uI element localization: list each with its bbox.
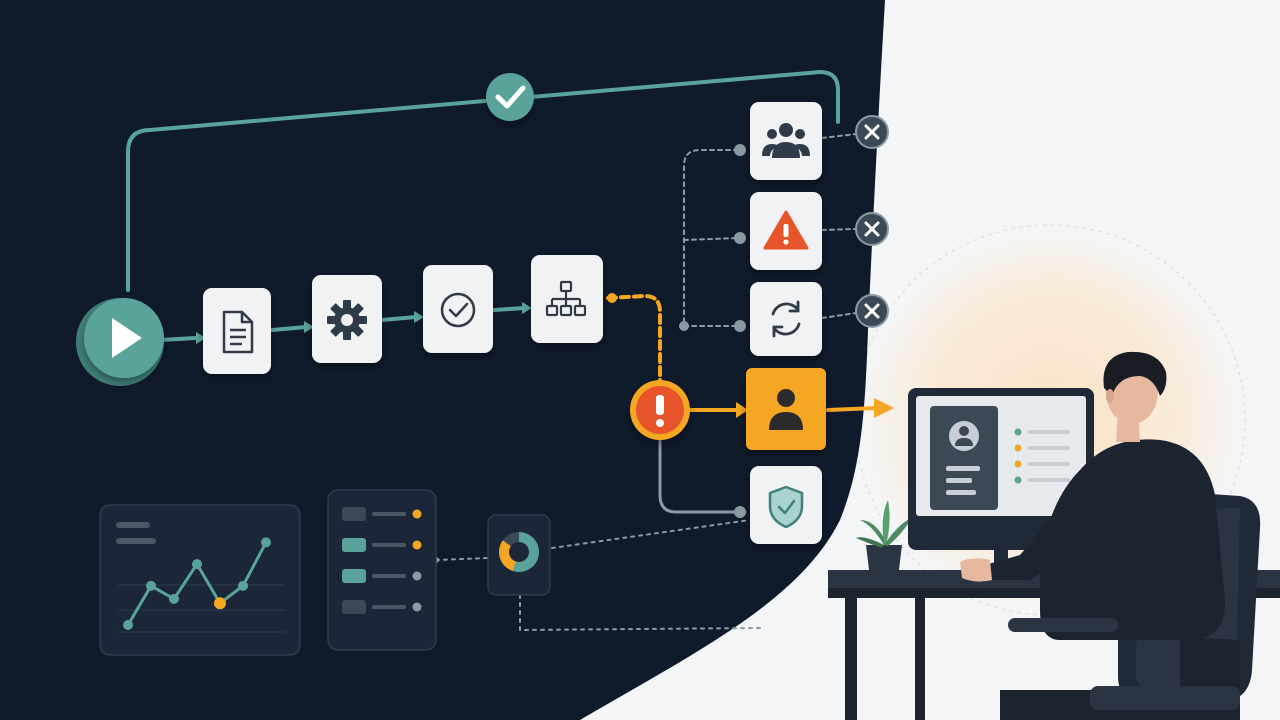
list-row[interactable] [342,569,422,583]
reject-node-retry[interactable] [855,294,889,328]
list-row[interactable] [342,538,422,552]
flow-line-3 [380,315,418,322]
flow-line-2 [270,325,308,332]
dashboard-connector-1 [435,557,489,561]
torso [1040,439,1226,640]
arrowhead-4 [522,302,532,314]
branch-warning[interactable] [750,192,822,270]
plant-icon [856,500,912,578]
chart-subtitle-placeholder [116,538,156,544]
desk-leg-left [845,598,857,720]
chair-armrest [1008,618,1118,632]
reject-nodes [855,115,889,328]
arrowhead-2 [304,321,314,333]
start-node[interactable] [76,298,164,386]
arm [985,480,1100,580]
donut-segment[interactable] [512,532,540,572]
play-icon [112,318,142,358]
chart-title-placeholder [116,522,150,528]
monitor-list-dot [1014,460,1022,468]
chart-point[interactable] [169,593,179,604]
check-icon [495,85,526,109]
alert-circle-icon [656,395,664,427]
flow-line-1 [158,336,198,342]
gear-icon [327,300,367,340]
step-document[interactable] [203,288,271,374]
person-icon [769,389,803,430]
status-dot [412,571,422,581]
top-check-node[interactable] [486,73,534,121]
users-icon [762,123,810,158]
list-row[interactable] [342,600,422,614]
dashboard-connector-3 [519,594,761,632]
reject-node-team[interactable] [855,115,889,149]
dashboard-connector-2 [551,519,751,549]
document-icon [222,310,254,354]
monitor-list-dot [1014,444,1022,452]
dashboard-list-panel[interactable] [327,489,437,651]
user-avatar-icon [955,438,973,446]
chart-point[interactable] [261,537,271,548]
branch-spine [683,149,739,327]
chart-point-highlight[interactable] [214,597,226,610]
x-icon [864,303,880,319]
arrow-heads [196,302,894,418]
decision-to-secure-line [658,438,747,514]
donut-chart [499,532,540,572]
workstation [828,351,1280,720]
hierarchy-icon [545,280,587,317]
desk-leg-mid [915,598,925,720]
step-settings[interactable] [312,275,382,363]
flow-line-4 [492,306,526,312]
arrowhead-1 [196,332,206,344]
decision-node[interactable] [630,380,690,440]
status-dot [412,540,422,550]
person-at-desk [960,351,1261,720]
check-circle-icon [440,292,476,328]
arrow-right-icon [874,398,894,418]
chart-gridlines [118,584,285,633]
reject-line-3 [821,312,857,319]
donut-segment[interactable] [499,540,516,572]
x-icon [864,221,880,237]
monitor-list-dot [1014,476,1022,484]
monitor-list [1014,428,1070,484]
branch-human-review[interactable] [746,368,826,450]
status-dot [412,509,422,519]
list-row[interactable] [342,507,422,521]
step-hierarchy[interactable] [531,255,603,343]
monitor-list-dot [1014,428,1022,436]
branch-team[interactable] [750,102,822,180]
chart-point[interactable] [123,620,133,630]
status-dot [412,602,422,612]
arrowhead-3 [414,311,424,323]
arrowhead-review [736,402,748,418]
step-approve[interactable] [423,265,493,353]
branch-secure[interactable] [750,466,822,544]
reject-line-1 [821,133,857,139]
warning-triangle-icon [763,210,809,250]
workflow-connectors [126,69,878,632]
chart-point[interactable] [192,559,202,570]
chart-point[interactable] [146,580,156,591]
connector-dots [433,144,746,563]
refresh-icon [771,300,801,338]
dashboard-donut-panel[interactable] [487,514,551,596]
donut-segment[interactable] [502,532,519,547]
dashboard-line-chart[interactable] [99,504,301,656]
top-loop-line [126,69,840,292]
shield-check-icon [768,485,804,529]
monitor [908,388,1094,570]
chart-point[interactable] [238,580,248,591]
review-to-output-line [826,406,878,412]
reject-line-2 [821,228,857,231]
branch-retry[interactable] [750,282,822,356]
reject-node-warning[interactable] [855,212,889,246]
x-icon [864,124,880,140]
hair [1103,351,1167,396]
branch-line-warning [683,237,739,241]
